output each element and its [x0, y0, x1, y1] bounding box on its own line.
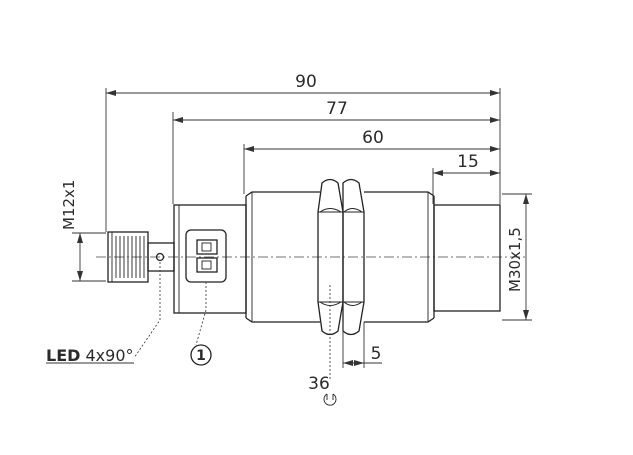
dim-60: 60: [244, 128, 500, 152]
dim-90: 90: [106, 72, 500, 96]
callout-number: 1: [196, 348, 206, 364]
rear-housing: [173, 204, 247, 314]
led-label-bold: LED: [46, 346, 80, 365]
dim-90-label: 90: [295, 72, 317, 92]
dim-77-label: 77: [326, 99, 348, 119]
wrench-icon: [323, 393, 337, 406]
m12-connector: [107, 231, 175, 283]
led-callout: LED 4x90°: [46, 262, 161, 365]
led-indicator: [155, 252, 165, 262]
terminal-callout: 1: [190, 282, 212, 366]
wrench-size-label: 36: [308, 374, 330, 394]
dim-15-label: 15: [457, 152, 479, 172]
dim-5: 5: [343, 344, 382, 366]
dim-77: 77: [173, 99, 500, 123]
wrench-callout: 36: [308, 285, 337, 406]
hex-nut-left: [317, 178, 344, 336]
dim-m12-label: M12x1: [60, 180, 78, 230]
dim-m30: M30x1,5: [506, 194, 529, 320]
callout-circle: [190, 344, 212, 366]
hex-nut-right: [342, 178, 365, 336]
extension-lines: [72, 88, 532, 368]
dim-60-label: 60: [362, 128, 384, 148]
dim-m12: M12x1: [60, 180, 83, 281]
dim-5-label: 5: [371, 344, 382, 364]
dim-m30-label: M30x1,5: [506, 227, 524, 292]
sensing-face: [433, 204, 501, 312]
dim-15: 15: [433, 152, 500, 176]
led-label-angle: 4x90°: [80, 346, 133, 365]
led-label: LED 4x90°: [46, 346, 134, 365]
